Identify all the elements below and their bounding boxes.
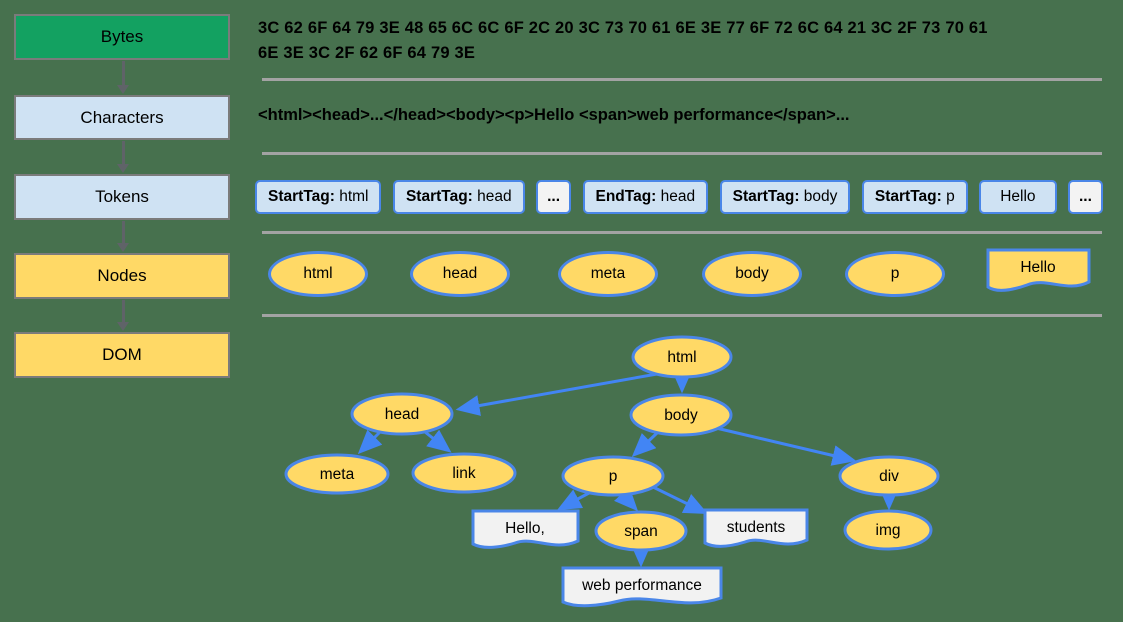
tree-node-meta xyxy=(284,453,390,495)
token-type: StartTag: xyxy=(405,188,473,205)
node-ellipse-p: p xyxy=(845,251,945,297)
tree-element-nodes: html head body meta link p div span img xyxy=(284,335,940,552)
edge-p-span xyxy=(614,486,639,512)
token-value: head xyxy=(472,188,512,205)
tree-node-link xyxy=(411,452,517,494)
flow-arrow-down-icon xyxy=(116,300,130,331)
stage-label: DOM xyxy=(102,345,142,364)
separator-line xyxy=(262,78,1102,81)
stage-box-tokens: Tokens xyxy=(14,174,230,220)
token-type: StartTag: xyxy=(732,188,800,205)
token-starttag-body: StartTag: body xyxy=(719,180,851,214)
separator-line xyxy=(262,231,1102,234)
node-ellipse-head: head xyxy=(410,251,510,297)
edge-p-students xyxy=(652,485,709,514)
token-ellipsis: ... xyxy=(536,180,572,214)
bytes-hex-line2: 6E 3E 3C 2F 62 6F 64 79 3E xyxy=(258,44,476,62)
node-label: Hello xyxy=(1020,259,1055,276)
characters-string: <html><head>...</head><body><p>Hello <sp… xyxy=(258,106,850,124)
token-value: body xyxy=(799,188,838,205)
node-textshape-hello: Hello xyxy=(986,248,1091,292)
stage-label: Bytes xyxy=(100,27,144,46)
edge-head-meta xyxy=(357,429,383,455)
edge-html-head xyxy=(455,372,658,416)
node-ellipse-meta: meta xyxy=(558,251,658,297)
token-type: StartTag: xyxy=(268,188,335,205)
tree-node-div xyxy=(838,455,940,497)
token-type: EndTag: xyxy=(595,188,657,205)
stage-box-dom: DOM xyxy=(14,332,230,378)
tree-node-head xyxy=(350,392,454,436)
token-value: ... xyxy=(1078,188,1092,205)
node-label: head xyxy=(442,265,478,282)
token-starttag-html: StartTag: html xyxy=(255,180,382,214)
edge-head-link xyxy=(424,429,452,453)
tree-node-label: students xyxy=(727,519,786,536)
node-label: html xyxy=(303,265,333,282)
flow-arrow-down-icon xyxy=(116,141,130,173)
flow-arrow-down-icon xyxy=(116,61,130,94)
tree-node-label: meta xyxy=(320,466,355,483)
separator-line xyxy=(262,314,1102,317)
tree-node-label: html xyxy=(667,349,696,366)
token-value: Hello xyxy=(1000,188,1036,205)
token-endtag-head: EndTag: head xyxy=(582,180,709,214)
edge-body-p xyxy=(631,431,659,458)
tree-node-label: web performance xyxy=(581,577,702,594)
node-ellipse-html: html xyxy=(268,251,368,297)
tree-node-label: link xyxy=(452,465,476,482)
tree-text-nodes: Hello, students web performance xyxy=(471,508,809,608)
tree-node-span xyxy=(594,510,688,552)
tree-node-label: img xyxy=(876,522,901,539)
tree-node-label: Hello, xyxy=(505,520,545,537)
stage-box-nodes: Nodes xyxy=(14,253,230,299)
tree-node-label: p xyxy=(609,468,618,485)
token-type: StartTag: xyxy=(874,188,942,205)
tree-edges xyxy=(357,369,900,568)
token-value: ... xyxy=(547,188,561,205)
token-starttag-p: StartTag: p xyxy=(861,180,968,214)
stage-label: Nodes xyxy=(97,266,147,285)
tree-node-body xyxy=(629,393,733,437)
token-ellipsis: ... xyxy=(1067,180,1103,214)
tree-textnode-webperf xyxy=(561,566,723,608)
tree-node-label: div xyxy=(879,468,899,485)
edge-p-hello xyxy=(557,489,590,511)
node-ellipse-body: body xyxy=(702,251,802,297)
edge-body-div xyxy=(715,426,857,466)
bytes-hex-string: 3C 62 6F 64 79 3E 48 65 6C 6C 6F 2C 20 3… xyxy=(258,16,1068,66)
tree-textnode-hello xyxy=(471,509,580,549)
tree-node-label: head xyxy=(385,406,419,423)
stage-label: Tokens xyxy=(95,187,149,206)
stage-box-characters: Characters xyxy=(14,95,230,140)
tree-node-p xyxy=(561,455,665,497)
stage-box-bytes: Bytes xyxy=(14,14,230,60)
tree-textnode-students xyxy=(703,508,809,548)
node-label: body xyxy=(735,265,769,282)
node-label: p xyxy=(890,265,900,282)
tree-node-label: span xyxy=(624,523,658,540)
token-value: html xyxy=(334,188,369,205)
separator-line xyxy=(262,152,1102,155)
stage-label: Characters xyxy=(80,107,164,127)
tree-node-label: body xyxy=(664,407,698,424)
token-value: p xyxy=(941,188,955,205)
tokens-row: StartTag: html StartTag: head ... EndTag… xyxy=(255,180,1103,214)
tree-node-img xyxy=(843,509,933,551)
token-value: head xyxy=(656,188,696,205)
node-label: meta xyxy=(590,265,626,282)
bytes-hex-line1: 3C 62 6F 64 79 3E 48 65 6C 6C 6F 2C 20 3… xyxy=(258,19,988,37)
flow-arrow-down-icon xyxy=(116,221,130,252)
token-starttag-head: StartTag: head xyxy=(392,180,525,214)
dom-tree: html head body meta link p div span img … xyxy=(284,335,940,608)
token-text-hello: Hello xyxy=(979,180,1057,214)
tree-node-html xyxy=(631,335,733,379)
document-shape xyxy=(986,248,1091,292)
